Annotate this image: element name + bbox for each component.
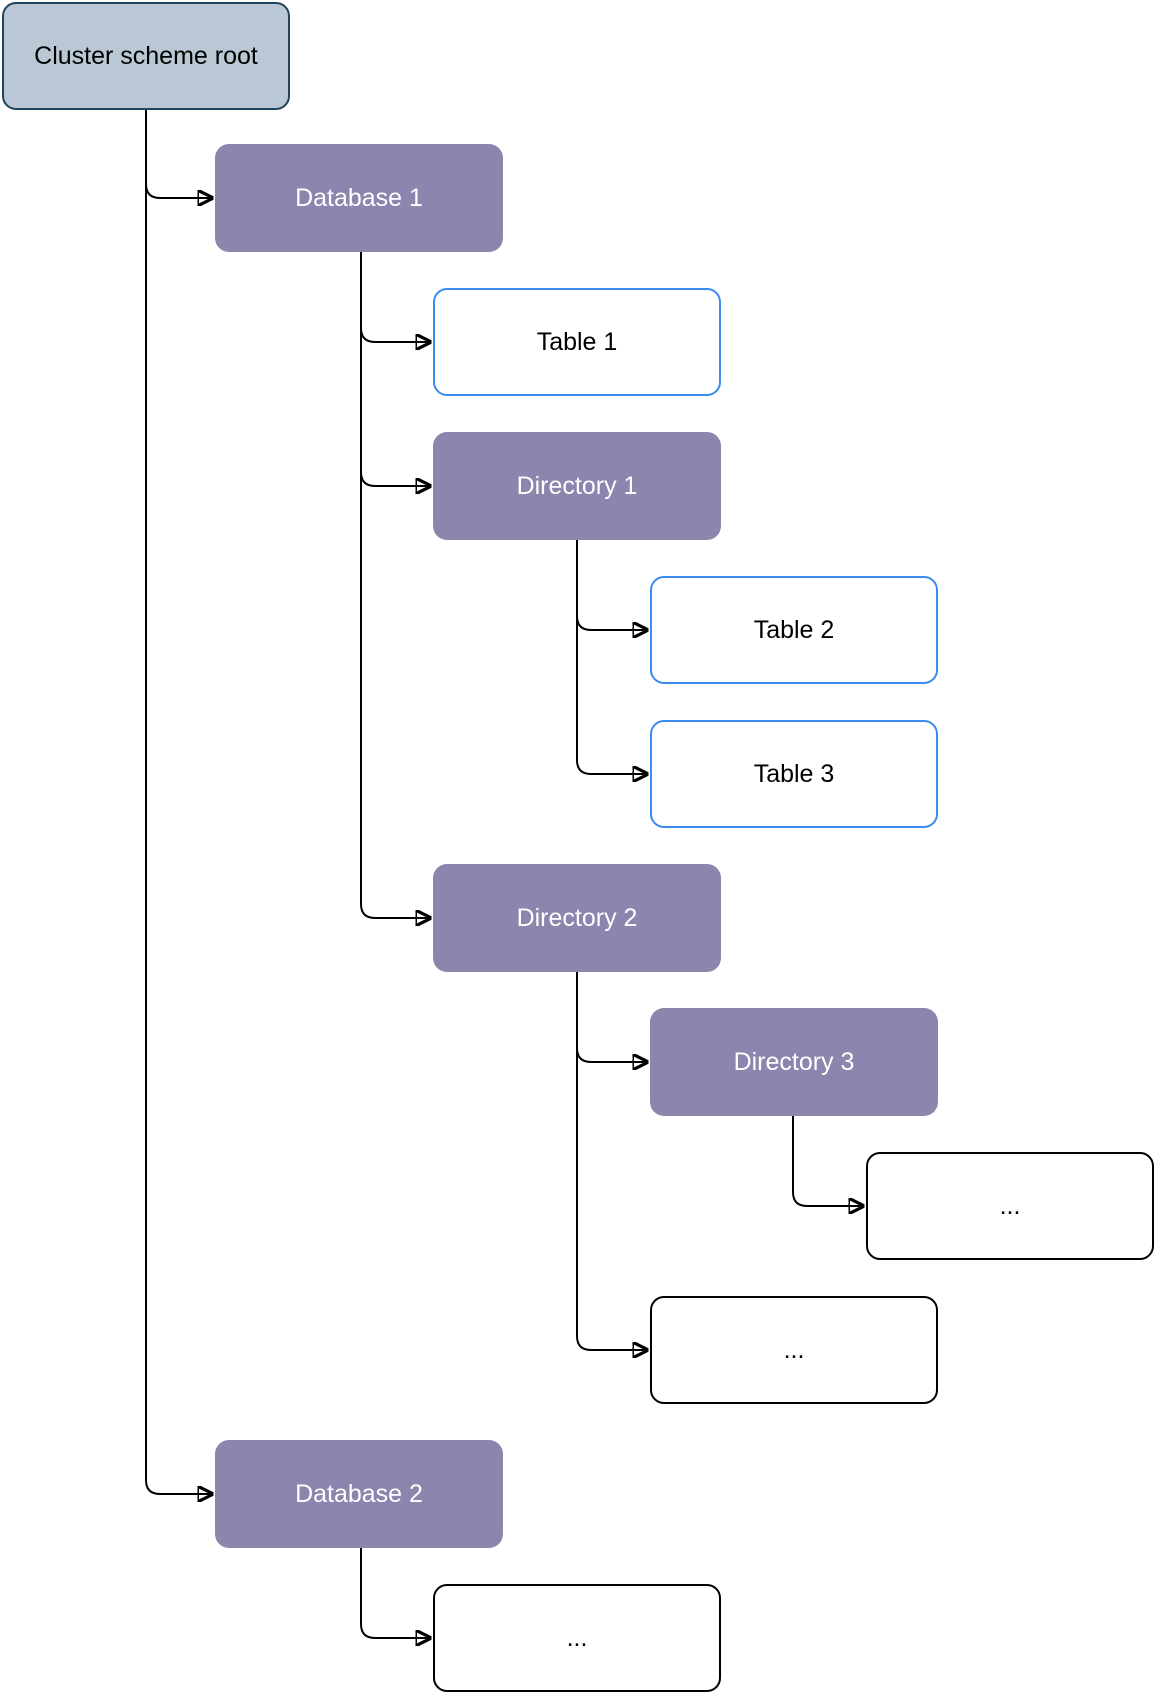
node-ellipsis-under-database-2: ...	[433, 1584, 721, 1692]
edge-database-1-to-directory-2	[360, 252, 429, 918]
node-table-2: Table 2	[650, 576, 938, 684]
node-directory-2: Directory 2	[433, 864, 721, 972]
node-ellipsis-under-directory-3: ...	[866, 1152, 1154, 1260]
edge-directory-1-to-table-3	[576, 540, 646, 774]
node-table-3: Table 3	[650, 720, 938, 828]
edge-directory-2-to-directory-3	[576, 1047, 646, 1062]
node-cluster-scheme-root: Cluster scheme root	[2, 2, 290, 110]
node-directory-3: Directory 3	[650, 1008, 938, 1116]
edge-directory-1-to-table-2	[576, 615, 646, 630]
node-database-1: Database 1	[215, 144, 503, 252]
edge-database-2-to-ellipsis-3	[360, 1548, 429, 1638]
node-directory-1: Directory 1	[433, 432, 721, 540]
node-table-1: Table 1	[433, 288, 721, 396]
node-database-2: Database 2	[215, 1440, 503, 1548]
edge-root-to-database-2	[145, 110, 211, 1494]
node-ellipsis-under-directory-2: ...	[650, 1296, 938, 1404]
edge-root-to-database-1	[145, 183, 211, 198]
edge-directory-3-to-ellipsis-1	[792, 1116, 862, 1206]
edge-directory-2-to-ellipsis-2	[576, 972, 646, 1350]
edge-database-1-to-directory-1	[360, 471, 429, 486]
edge-database-1-to-table-1	[360, 327, 429, 342]
